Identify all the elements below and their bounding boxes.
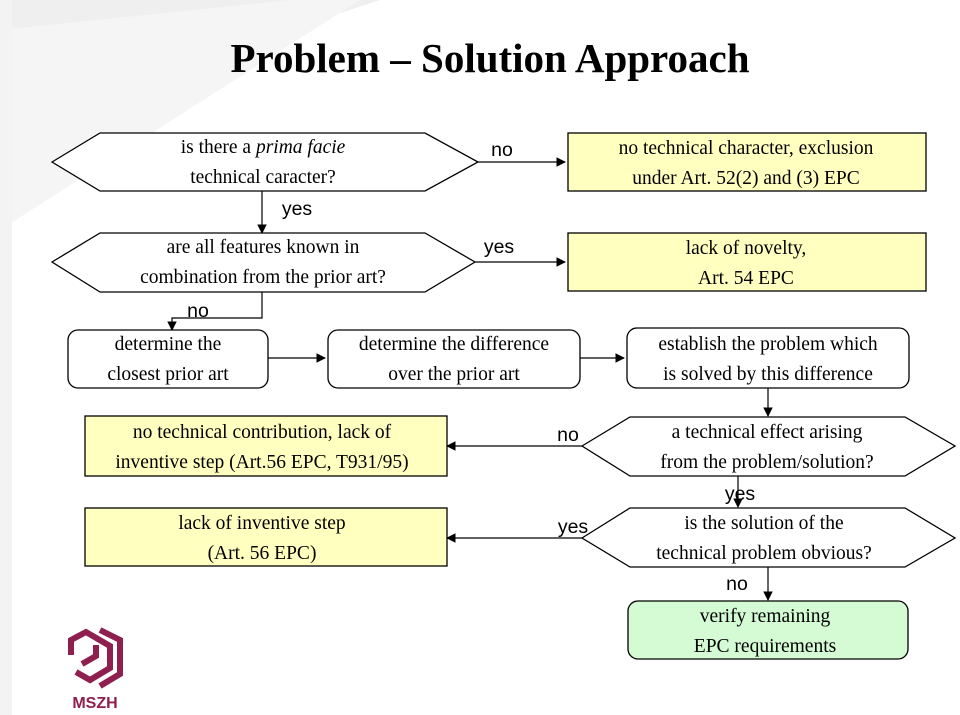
outcome-o3-shape bbox=[84, 415, 448, 477]
page-title: Problem – Solution Approach bbox=[230, 35, 750, 81]
outcome-o1-label: no technical character, exclusion bbox=[619, 138, 874, 159]
edge-d2-p1 bbox=[167, 292, 263, 331]
outcome-o5-label-2: EPC requirements bbox=[694, 636, 836, 657]
outcome-o3-label: no technical contribution, lack of bbox=[133, 422, 392, 443]
decision-d1-shape bbox=[50, 132, 480, 192]
outcome-o4-shape bbox=[84, 507, 448, 567]
edge-label-d2-yes: yes bbox=[484, 236, 515, 258]
process-p3-label-2: is solved by this difference bbox=[663, 364, 873, 385]
outcome-o1-shape bbox=[567, 132, 927, 192]
process-p1-shape bbox=[67, 329, 269, 389]
outcome-o4-label: lack of inventive step bbox=[178, 513, 345, 534]
process-p2-label-2: over the prior art bbox=[388, 364, 520, 385]
outcome-o5-shape bbox=[627, 600, 909, 660]
edge-label-d4-yes: yes bbox=[558, 516, 589, 538]
outcome-o2-label: lack of novelty, bbox=[686, 238, 807, 259]
decision-d2-shape bbox=[50, 232, 477, 293]
edge-label-d4-no: no bbox=[726, 573, 748, 595]
decision-d1-label-2: technical caracter? bbox=[190, 167, 336, 188]
outcome-o1-label-2: under Art. 52(2) and (3) EPC bbox=[632, 168, 859, 189]
decision-d3-label: a technical effect arising bbox=[672, 422, 863, 443]
outcome-o2-shape bbox=[567, 232, 927, 292]
edge-label-d1-no: no bbox=[491, 139, 513, 161]
mszh-logo-mark bbox=[68, 627, 123, 689]
process-p1-label: determine the bbox=[115, 334, 222, 355]
decision-d4-shape bbox=[580, 507, 957, 568]
outcome-o2-label-2: Art. 54 EPC bbox=[698, 268, 794, 289]
mszh-logo: MSZH bbox=[68, 627, 123, 712]
decision-d4-label-2: technical problem obvious? bbox=[656, 543, 872, 564]
decision-d3-label-2: from the problem/solution? bbox=[660, 452, 873, 473]
edge-label-d1-yes: yes bbox=[282, 198, 313, 220]
connectors bbox=[167, 157, 773, 601]
decision-d1-label: is there a prima facie bbox=[181, 137, 346, 158]
outcome-o5-label: verify remaining bbox=[700, 606, 831, 627]
decision-d3-shape bbox=[580, 416, 957, 477]
outcome-o4-label-2: (Art. 56 EPC) bbox=[208, 543, 317, 564]
process-p3-label: establish the problem which bbox=[658, 334, 878, 355]
process-p2-label: determine the difference bbox=[359, 334, 549, 355]
decision-d2-label: are all features known in bbox=[167, 237, 360, 258]
decision-d2-label-2: combination from the prior art? bbox=[140, 267, 386, 288]
edge-label-d3-yes: yes bbox=[725, 483, 756, 505]
mszh-logo-text: MSZH bbox=[72, 695, 117, 712]
process-p1-label-2: closest prior art bbox=[107, 364, 229, 385]
edge-label-d3-no: no bbox=[557, 424, 579, 446]
decision-d4-label: is the solution of the bbox=[684, 513, 843, 534]
outcome-o3-label-2: inventive step (Art.56 EPC, T931/95) bbox=[115, 452, 408, 473]
edge-label-d2-no: no bbox=[187, 300, 209, 322]
process-p3-shape bbox=[626, 327, 910, 389]
process-p2-shape bbox=[327, 329, 581, 389]
